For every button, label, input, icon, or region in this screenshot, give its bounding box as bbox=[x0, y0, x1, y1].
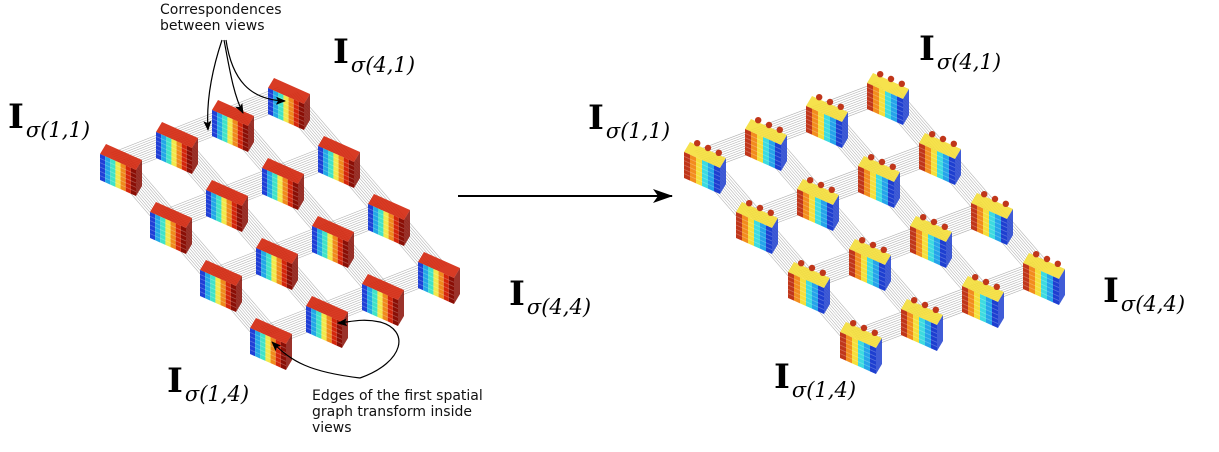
label-right-sigma-1-1: Iσ(1,1) bbox=[588, 101, 670, 142]
right-view-block bbox=[796, 177, 839, 231]
label-symbol: I bbox=[333, 32, 349, 72]
edges-callout-arrows bbox=[271, 318, 400, 379]
right-view-block bbox=[848, 237, 891, 291]
left-view-block bbox=[261, 158, 304, 210]
right-view-block bbox=[839, 320, 882, 374]
right-view-block bbox=[735, 200, 778, 254]
label-subscript: σ(1,1) bbox=[25, 118, 91, 142]
label-right-sigma-4-1: Iσ(4,1) bbox=[919, 32, 1001, 73]
right-view-grid bbox=[683, 71, 1065, 374]
left-view-grid bbox=[99, 78, 460, 370]
label-symbol: I bbox=[167, 361, 183, 401]
label-subscript: σ(4,1) bbox=[350, 53, 416, 77]
label-left-sigma-1-4: Iσ(1,4) bbox=[167, 364, 249, 405]
label-symbol: I bbox=[919, 29, 935, 69]
right-view-block bbox=[744, 117, 787, 171]
right-view-block bbox=[909, 214, 952, 268]
left-view-block bbox=[367, 194, 410, 246]
label-subscript: σ(4,1) bbox=[936, 50, 1002, 74]
label-left-sigma-1-1: Iσ(1,1) bbox=[8, 100, 90, 141]
right-view-block bbox=[787, 260, 830, 314]
label-subscript: σ(4,4) bbox=[1120, 292, 1186, 316]
left-view-block bbox=[249, 318, 292, 370]
right-view-block bbox=[900, 297, 943, 351]
left-view-block bbox=[205, 180, 248, 232]
label-left-sigma-4-1: Iσ(4,1) bbox=[333, 35, 415, 76]
label-subscript: σ(1,4) bbox=[791, 378, 857, 402]
label-subscript: σ(4,4) bbox=[526, 295, 592, 319]
left-view-block bbox=[199, 260, 242, 312]
left-view-block bbox=[149, 202, 192, 254]
label-symbol: I bbox=[588, 98, 604, 138]
left-view-block bbox=[99, 144, 142, 196]
left-view-block bbox=[417, 252, 460, 304]
label-symbol: I bbox=[509, 274, 525, 314]
right-view-block bbox=[970, 191, 1013, 245]
right-view-block bbox=[1022, 251, 1065, 305]
label-subscript: σ(1,4) bbox=[184, 382, 250, 406]
left-view-block bbox=[361, 274, 404, 326]
correspondences-annotation: Correspondences between views bbox=[160, 2, 282, 34]
left-view-block bbox=[311, 216, 354, 268]
correspondence-callout-arrows bbox=[203, 39, 286, 131]
right-view-block bbox=[683, 140, 726, 194]
label-symbol: I bbox=[8, 97, 24, 137]
label-symbol: I bbox=[1103, 271, 1119, 311]
left-view-block bbox=[267, 78, 310, 130]
right-view-block bbox=[857, 154, 900, 208]
label-subscript: σ(1,1) bbox=[605, 119, 671, 143]
left-view-block bbox=[155, 122, 198, 174]
left-view-block bbox=[211, 100, 254, 152]
left-view-block bbox=[317, 136, 360, 188]
label-left-sigma-4-4: Iσ(4,4) bbox=[509, 277, 591, 318]
left-view-block bbox=[255, 238, 298, 290]
label-right-sigma-4-4: Iσ(4,4) bbox=[1103, 274, 1185, 315]
label-right-sigma-1-4: Iσ(1,4) bbox=[774, 360, 856, 401]
right-view-block bbox=[918, 131, 961, 185]
label-symbol: I bbox=[774, 357, 790, 397]
right-view-block bbox=[805, 94, 848, 148]
right-view-block bbox=[866, 71, 909, 125]
right-view-block bbox=[961, 274, 1004, 328]
edges-annotation: Edges of the first spatial graph transfo… bbox=[312, 388, 483, 436]
